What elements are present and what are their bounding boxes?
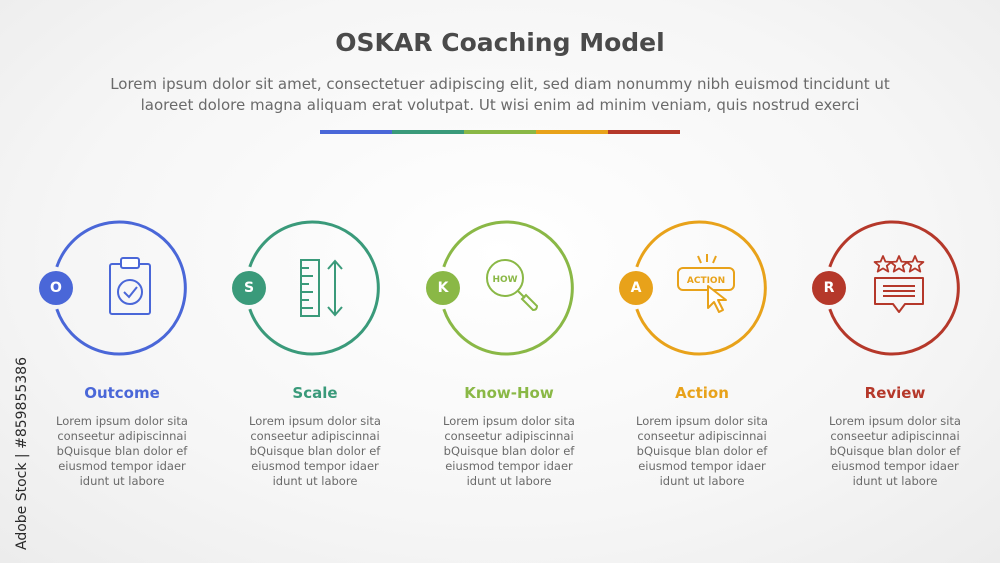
know-how-description: Lorem ipsum dolor sita conseetur adipisc…	[429, 414, 589, 489]
outcome-title: Outcome	[84, 384, 160, 402]
action-letter-badge: A	[619, 271, 653, 305]
desc-line: idunt ut labore	[272, 474, 358, 488]
review-title: Review	[864, 384, 926, 402]
page-title: OSKAR Coaching Model	[335, 28, 665, 57]
desc-line: idunt ut labore	[79, 474, 165, 488]
outcome-letter-badge: O	[39, 271, 73, 305]
action-description: Lorem ipsum dolor sita conseetur adipisc…	[622, 414, 782, 489]
review-stars-icon	[873, 255, 925, 313]
desc-line: Lorem ipsum dolor sita	[636, 414, 768, 428]
ruler-icon	[300, 259, 343, 317]
desc-line: idunt ut labore	[466, 474, 552, 488]
scale-title: Scale	[292, 384, 338, 402]
desc-line: eiusmod tempor idaer	[58, 459, 186, 473]
scale-ring	[248, 220, 380, 356]
desc-line: eiusmod tempor idaer	[251, 459, 379, 473]
desc-line: Lorem ipsum dolor sita	[56, 414, 188, 428]
desc-line: conseetur adipiscinnai	[830, 429, 960, 443]
step-review: R Review Lorem ipsum dolor sita conseetu…	[795, 0, 995, 563]
desc-line: eiusmod tempor idaer	[445, 459, 573, 473]
step-scale: S Scale Lorem ipsum dolor sita conseetur…	[215, 0, 415, 563]
subtitle-line-2: laoreet dolore magna aliquam erat volutp…	[140, 96, 860, 114]
desc-line: eiusmod tempor idaer	[831, 459, 959, 473]
know-how-title: Know-How	[464, 384, 554, 402]
divider-segment-teal	[392, 130, 464, 134]
stock-watermark: Adobe Stock | #859855386	[8, 318, 38, 550]
subtitle-line-1: Lorem ipsum dolor sit amet, consectetuer…	[110, 75, 890, 93]
desc-line: Lorem ipsum dolor sita	[443, 414, 575, 428]
outcome-ring	[55, 220, 187, 356]
action-button-cursor-icon: ACTION	[677, 254, 735, 313]
divider-segment-orange	[536, 130, 608, 134]
desc-line: bQuisque blan dolor ef	[829, 444, 961, 458]
desc-line: bQuisque blan dolor ef	[249, 444, 381, 458]
divider-segment-blue	[320, 130, 392, 134]
desc-line: bQuisque blan dolor ef	[443, 444, 575, 458]
desc-line: conseetur adipiscinnai	[250, 429, 380, 443]
action-title: Action	[675, 384, 729, 402]
desc-line: conseetur adipiscinnai	[57, 429, 187, 443]
scale-description: Lorem ipsum dolor sita conseetur adipisc…	[235, 414, 395, 489]
review-letter-badge: R	[812, 271, 846, 305]
step-outcome: O Outcome Lorem ipsum dolor sita conseet…	[22, 0, 222, 563]
scale-letter-badge: S	[232, 271, 266, 305]
action-icon-label: ACTION	[687, 276, 725, 286]
desc-line: idunt ut labore	[659, 474, 745, 488]
outcome-description: Lorem ipsum dolor sita conseetur adipisc…	[42, 414, 202, 489]
desc-line: idunt ut labore	[852, 474, 938, 488]
magnifier-icon-label: HOW	[492, 275, 517, 285]
desc-line: bQuisque blan dolor ef	[56, 444, 188, 458]
step-know-how: K HOW Know-How Lorem ipsum dolor sita co…	[409, 0, 609, 563]
desc-line: eiusmod tempor idaer	[638, 459, 766, 473]
clipboard-check-icon	[109, 257, 151, 315]
step-action: A ACTION Action Lorem ipsum dolor sita c…	[602, 0, 802, 563]
know-how-letter-badge: K	[426, 271, 460, 305]
divider-segment-red	[608, 130, 680, 134]
desc-line: bQuisque blan dolor ef	[636, 444, 768, 458]
divider-segment-lime	[464, 130, 536, 134]
watermark-text: Adobe Stock | #859855386	[14, 357, 30, 550]
action-ring	[635, 220, 767, 356]
review-description: Lorem ipsum dolor sita conseetur adipisc…	[815, 414, 975, 489]
page-subtitle: Lorem ipsum dolor sit amet, consectetuer…	[70, 74, 930, 116]
desc-line: Lorem ipsum dolor sita	[829, 414, 961, 428]
know-how-ring	[442, 220, 574, 356]
color-divider-bar	[320, 130, 680, 134]
desc-line: Lorem ipsum dolor sita	[249, 414, 381, 428]
desc-line: conseetur adipiscinnai	[637, 429, 767, 443]
review-ring	[828, 220, 960, 356]
desc-line: conseetur adipiscinnai	[444, 429, 574, 443]
magnifier-icon: HOW	[486, 259, 539, 312]
